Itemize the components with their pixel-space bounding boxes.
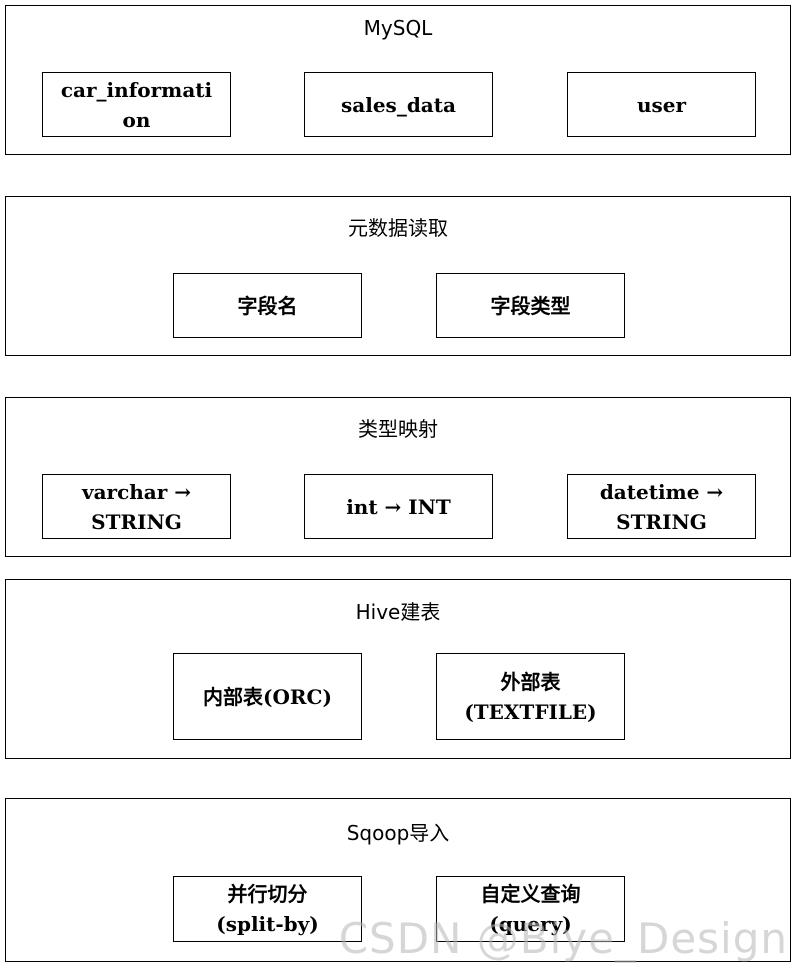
box-external-table-textfile: 外部表 (TEXTFILE): [436, 653, 625, 740]
section-title: Hive建表: [355, 600, 441, 624]
section-hive-create-table: Hive建表 内部表(ORC) 外部表 (TEXTFILE): [5, 579, 791, 759]
section-title: 类型映射: [358, 417, 438, 441]
box-custom-query: 自定义查询 (query): [436, 876, 625, 942]
section-type-mapping: 类型映射 varchar → STRING int → INT datetime…: [5, 397, 791, 557]
box-sales-data: sales_data: [304, 72, 493, 137]
section-title: 元数据读取: [348, 216, 448, 240]
box-datetime-string: datetime → STRING: [567, 474, 756, 539]
box-car-information: car_informati on: [42, 72, 231, 137]
box-field-type: 字段类型: [436, 273, 625, 338]
section-title: MySQL: [363, 16, 433, 40]
box-field-name: 字段名: [173, 273, 362, 338]
box-varchar-string: varchar → STRING: [42, 474, 231, 539]
box-parallel-split-by: 并行切分 (split-by): [173, 876, 362, 942]
box-internal-table-orc: 内部表(ORC): [173, 653, 362, 740]
section-mysql: MySQL car_informati on sales_data user: [5, 5, 791, 155]
section-sqoop-import: Sqoop导入 并行切分 (split-by) 自定义查询 (query): [5, 798, 791, 962]
section-metadata-read: 元数据读取 字段名 字段类型: [5, 196, 791, 356]
section-title: Sqoop导入: [346, 821, 450, 845]
box-int-int: int → INT: [304, 474, 493, 539]
box-user: user: [567, 72, 756, 137]
